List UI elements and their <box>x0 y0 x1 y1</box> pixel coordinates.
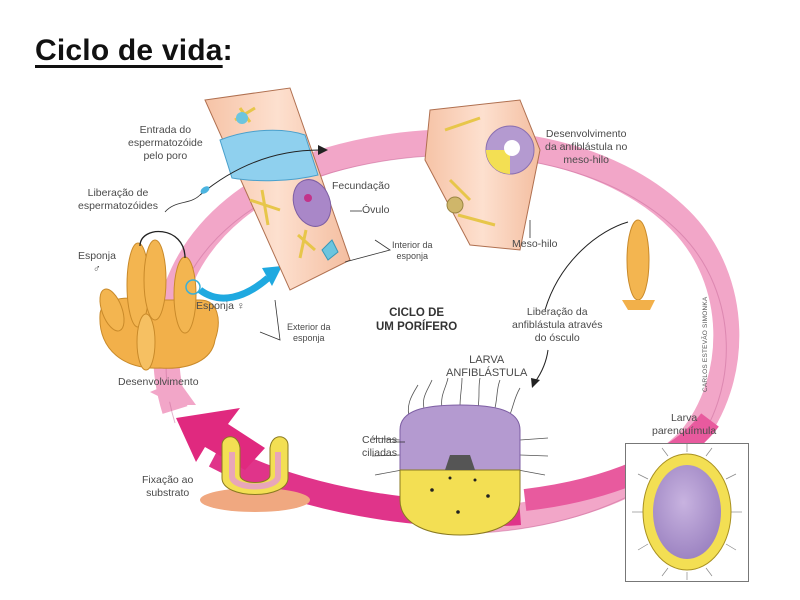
release-arrow <box>544 221 629 311</box>
label-larva-parenquimula: Larva parenquímula <box>652 412 716 438</box>
label-line: ciliadas <box>362 447 398 459</box>
center-label-line2: UM PORÍFERO <box>376 321 458 333</box>
label-line: substrato <box>146 487 190 499</box>
cycle-arrow-tail-icon <box>150 380 196 405</box>
label-line: esponja <box>293 333 325 343</box>
label-esponja-femea: Esponja ♀ <box>196 300 245 312</box>
label-line: pelo poro <box>143 150 188 162</box>
anfiblastula-larva <box>371 377 549 536</box>
label-line: Esponja <box>78 250 116 262</box>
label-line: do ósculo <box>534 332 580 344</box>
label-liberacao-anfiblastula: Liberação da anfiblástula através do ósc… <box>512 306 602 345</box>
label-fecundacao: Fecundação <box>332 180 390 192</box>
pointer-lines <box>259 210 531 443</box>
label-line: Desenvolvimento <box>545 128 627 140</box>
label-liberacao-espermatozoides: Liberação de espermatozóides <box>78 187 158 213</box>
sperm-path <box>199 149 321 196</box>
label-line: Larva <box>670 412 698 424</box>
sponge-single <box>622 219 655 310</box>
label-celulas-ciliadas: Células ciliadas <box>362 434 397 460</box>
label-line: Liberação da <box>526 306 588 318</box>
tissue-section-meso-hilo <box>424 99 541 251</box>
label-line: espermatozóides <box>78 200 158 212</box>
label-line: Liberação de <box>87 187 149 199</box>
fixation-stage <box>200 436 310 512</box>
label-line: ANFIBLÁSTULA <box>446 367 528 379</box>
parenquimula-inset <box>625 443 749 582</box>
illustrator-credit: CARLOS ESTEVÃO SIMONKA <box>702 296 709 392</box>
label-desenvolvimento: Desenvolvimento <box>118 376 199 388</box>
male-symbol-icon: ♂ <box>93 263 101 275</box>
title-colon: : <box>222 34 233 67</box>
blue-arrow-icon <box>197 275 271 302</box>
label-line: LARVA <box>469 354 505 366</box>
page-title: Ciclo de vida: <box>35 34 233 68</box>
label-line: da anfiblástula no <box>545 141 628 153</box>
label-desenvolvimento-anfiblastula: Desenvolvimento da anfiblástula no meso-… <box>545 128 627 167</box>
label-entrada-espermatozoide: Entrada do espermatozóide pelo poro <box>128 124 203 163</box>
label-line: Exterior da <box>287 322 331 332</box>
center-label: CICLO DE UM PORÍFERO <box>376 306 457 334</box>
label-line: esponja <box>396 251 429 261</box>
label-line: Células <box>362 434 398 446</box>
release-arrow-2 <box>534 349 549 383</box>
label-ovulo: Óvulo <box>362 204 390 216</box>
center-label-line1: CICLO DE <box>389 307 445 319</box>
parenquimula-larva-icon <box>632 444 742 580</box>
label-interior-esponja: Interior da esponja <box>392 240 433 262</box>
label-line: parenquímula <box>652 425 717 437</box>
label-line: Interior da <box>392 240 433 250</box>
label-line: anfiblástula através <box>512 319 603 331</box>
label-line: espermatozóide <box>128 137 203 149</box>
label-fixacao-substrato: Fixação ao substrato <box>142 474 193 500</box>
label-esponja-macho: Esponja ♂ <box>78 250 116 276</box>
sponge-colony <box>99 230 219 371</box>
label-line: meso-hilo <box>563 154 609 166</box>
tissue-section-fertilization <box>204 87 351 291</box>
label-line: Fixação ao <box>142 474 194 486</box>
label-meso-hilo: Meso-hilo <box>512 238 558 250</box>
label-exterior-esponja: Exterior da esponja <box>287 322 331 344</box>
label-line: Entrada do <box>139 124 192 136</box>
cycle-arrowhead-icon <box>176 408 265 470</box>
label-larva-anfiblastula: LARVA ANFIBLÁSTULA <box>446 354 527 380</box>
title-text: Ciclo de vida <box>35 34 223 67</box>
